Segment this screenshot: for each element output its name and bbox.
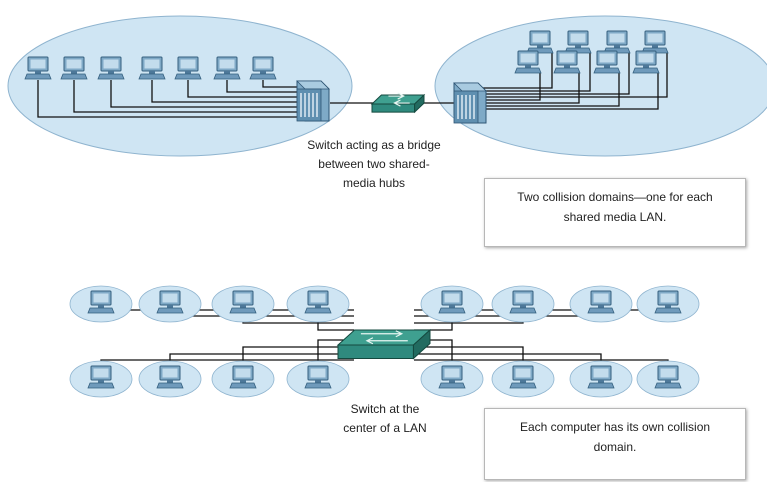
computer-icon bbox=[438, 365, 466, 389]
computer-icon bbox=[509, 290, 537, 314]
note-line: Two collision domains—one for each bbox=[517, 190, 713, 204]
computer-icon bbox=[60, 56, 88, 80]
computer-icon bbox=[526, 30, 554, 54]
computer-icon bbox=[587, 290, 615, 314]
hub-icon bbox=[453, 82, 487, 124]
computer-icon bbox=[304, 365, 332, 389]
computer-icon bbox=[632, 50, 660, 74]
computer-icon bbox=[229, 365, 257, 389]
computer-icon bbox=[138, 56, 166, 80]
collision-domain-left bbox=[7, 15, 353, 157]
bridge-switch-caption: Switch acting as a bridge between two sh… bbox=[299, 136, 449, 193]
computer-icon bbox=[509, 365, 537, 389]
caption-line: Switch at the bbox=[350, 402, 420, 416]
cable bbox=[37, 80, 298, 118]
computer-icon bbox=[654, 290, 682, 314]
cable bbox=[476, 72, 620, 107]
cable bbox=[242, 346, 354, 366]
switch-icon bbox=[370, 92, 426, 114]
computer-icon bbox=[564, 30, 592, 54]
computer-icon bbox=[156, 365, 184, 389]
computer-icon bbox=[438, 290, 466, 314]
cable bbox=[476, 72, 580, 104]
computer-icon bbox=[174, 56, 202, 80]
caption-line: between two shared- bbox=[318, 157, 430, 171]
computer-icon bbox=[603, 30, 631, 54]
cable bbox=[226, 80, 298, 93]
computer-icon bbox=[97, 56, 125, 80]
computer-icon bbox=[593, 50, 621, 74]
cable bbox=[110, 80, 298, 108]
cable bbox=[317, 339, 354, 366]
cable bbox=[187, 80, 298, 98]
cable bbox=[151, 80, 298, 103]
computer-icon bbox=[24, 56, 52, 80]
caption-line: media hubs bbox=[342, 176, 406, 190]
cable bbox=[262, 80, 298, 88]
cable bbox=[476, 52, 630, 95]
cable bbox=[414, 346, 524, 366]
own-collision-domain-note: Each computer has its own collision doma… bbox=[484, 408, 746, 480]
computer-icon bbox=[87, 290, 115, 314]
cable bbox=[476, 72, 541, 101]
computer-icon bbox=[654, 365, 682, 389]
switch-icon bbox=[336, 328, 432, 360]
computer-icon bbox=[213, 56, 241, 80]
computer-icon bbox=[514, 50, 542, 74]
cable bbox=[476, 72, 659, 110]
computer-icon bbox=[229, 290, 257, 314]
collision-domains-note: Two collision domains—one for each share… bbox=[484, 178, 746, 247]
computer-icon bbox=[641, 30, 669, 54]
computer-icon bbox=[249, 56, 277, 80]
cable bbox=[476, 52, 553, 89]
computer-icon bbox=[304, 290, 332, 314]
collision-domain-right bbox=[434, 15, 767, 157]
computer-icon bbox=[553, 50, 581, 74]
computer-icon bbox=[87, 365, 115, 389]
cable bbox=[476, 52, 591, 92]
lan-switch-caption: Switch at the center of a LAN bbox=[325, 400, 445, 438]
caption-line: Switch acting as a bridge bbox=[307, 138, 441, 152]
caption-line: center of a LAN bbox=[343, 421, 427, 435]
hub-icon bbox=[296, 80, 330, 122]
cable bbox=[73, 80, 298, 113]
note-line: domain. bbox=[593, 440, 637, 454]
note-line: shared media LAN. bbox=[563, 210, 667, 224]
note-line: Each computer has its own collision bbox=[519, 420, 711, 434]
computer-icon bbox=[587, 365, 615, 389]
computer-icon bbox=[156, 290, 184, 314]
